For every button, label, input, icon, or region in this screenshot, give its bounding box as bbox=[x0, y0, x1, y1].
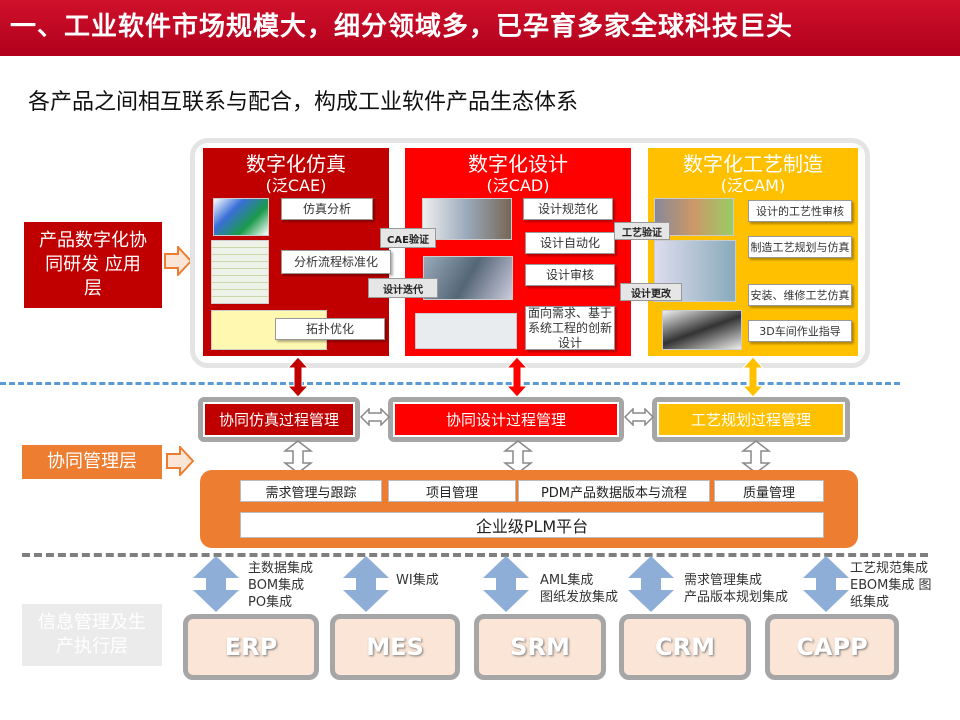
integration-item: 工艺规范集成 bbox=[850, 561, 929, 576]
double-arrow-icon bbox=[193, 556, 239, 612]
panel-cae: 数字化仿真 (泛CAE) 仿真分析 分析流程标准化 拓扑优化 bbox=[203, 148, 391, 356]
app-layer-container bbox=[190, 138, 870, 368]
double-arrow-icon bbox=[628, 556, 674, 612]
process-cad-management: 协同设计过程管理 bbox=[388, 397, 624, 442]
double-arrow-icon bbox=[283, 440, 313, 474]
arrow-right-icon bbox=[166, 446, 194, 476]
system-erp: ERP bbox=[183, 614, 319, 680]
panel-subtitle: (泛CAM) bbox=[720, 176, 786, 195]
layer-info-label: 信息管理及生产执行层 bbox=[22, 604, 162, 666]
double-arrow-icon bbox=[741, 440, 771, 474]
cae-verify-arrow: CAE验证 bbox=[380, 228, 436, 248]
plm-container: 需求管理与跟踪 项目管理 PDM产品数据版本与流程 质量管理 企业级PLM平台 bbox=[200, 470, 858, 548]
horizontal-double-arrow-icon bbox=[624, 408, 654, 426]
process-label: 工艺规划过程管理 bbox=[657, 402, 845, 437]
integration-item: EBOM集成 图 bbox=[850, 578, 932, 593]
panel-cad: 数字化设计 (泛CAD) 设计规范化 设计自动化 设计审核 面向需求、基于系统工… bbox=[405, 148, 631, 356]
panel-subtitle: (泛CAD) bbox=[486, 176, 550, 195]
subtitle: 各产品之间相互联系与配合，构成工业软件产品生态体系 bbox=[28, 90, 579, 115]
system-crm: CRM bbox=[619, 614, 751, 680]
capp-integration: 工艺规范集成 EBOM集成 图纸集成 bbox=[850, 560, 932, 611]
system-capp: CAPP bbox=[765, 614, 899, 680]
item-box: 设计审核 bbox=[525, 264, 615, 286]
layer-app-label: 产品数字化协同研发 应用层 bbox=[24, 222, 162, 308]
panel-title: 数字化仿真 bbox=[246, 152, 346, 176]
integration-item: AML集成 bbox=[540, 573, 594, 588]
double-arrow-icon bbox=[506, 356, 528, 398]
simulation-image bbox=[213, 198, 269, 236]
double-arrow-icon bbox=[503, 440, 533, 474]
integration-item: WI集成 bbox=[396, 573, 439, 588]
item-box: 仿真分析 bbox=[281, 198, 373, 220]
integration-item: 纸集成 bbox=[850, 595, 890, 610]
item-box: 3D车间作业指导 bbox=[748, 320, 852, 342]
double-arrow-icon bbox=[343, 556, 389, 612]
process-image bbox=[654, 198, 734, 236]
process-label: 协同设计过程管理 bbox=[393, 402, 619, 437]
integration-item: 图纸发放集成 bbox=[540, 590, 619, 605]
item-box: 制造工艺规划与仿真 bbox=[748, 236, 852, 258]
item-box: 分析流程标准化 bbox=[281, 250, 391, 274]
item-box: 安装、维修工艺仿真 bbox=[748, 284, 852, 306]
workflow-tree-image bbox=[211, 240, 269, 304]
plm-cell: PDM产品数据版本与流程 bbox=[518, 480, 710, 502]
double-arrow-icon bbox=[287, 356, 309, 398]
item-box: 设计的工艺性审核 bbox=[748, 200, 852, 222]
process-verify-arrow: 工艺验证 bbox=[614, 222, 670, 240]
panel-cam: 数字化工艺制造 (泛CAM) 设计的工艺性审核 制造工艺规划与仿真 安装、维修工… bbox=[648, 148, 858, 356]
toolbar-image bbox=[415, 313, 517, 349]
process-label: 协同仿真过程管理 bbox=[203, 402, 355, 437]
design-iteration-arrow: 设计迭代 bbox=[368, 278, 438, 298]
srm-integration: AML集成图纸发放集成 bbox=[540, 572, 618, 606]
integration-item: 需求管理集成 bbox=[684, 573, 763, 588]
process-cae-management: 协同仿真过程管理 bbox=[198, 397, 360, 442]
panel-subtitle: (泛CAE) bbox=[265, 176, 327, 195]
integration-item: 产品版本规划集成 bbox=[684, 590, 789, 605]
item-box: 拓扑优化 bbox=[275, 318, 385, 340]
item-box: 设计自动化 bbox=[525, 232, 615, 254]
double-arrow-icon bbox=[742, 356, 764, 398]
crm-integration: 需求管理集成产品版本规划集成 bbox=[684, 572, 788, 606]
panel-title: 数字化工艺制造 bbox=[683, 152, 823, 176]
plm-cell: 需求管理与跟踪 bbox=[240, 480, 382, 502]
layer-mgmt-label: 协同管理层 bbox=[22, 445, 162, 479]
integration-item: PO集成 bbox=[248, 595, 293, 610]
plm-platform: 企业级PLM平台 bbox=[240, 512, 824, 538]
integration-item: 主数据集成 bbox=[248, 561, 314, 576]
process-cam-management: 工艺规划过程管理 bbox=[652, 397, 850, 442]
panel-title: 数字化设计 bbox=[468, 152, 568, 176]
integration-item: BOM集成 bbox=[248, 578, 305, 593]
item-box: 设计规范化 bbox=[523, 198, 613, 220]
system-srm: SRM bbox=[474, 614, 606, 680]
layer-divider bbox=[0, 382, 900, 385]
page-title: 一、工业软件市场规模大，细分领域多，已孕育多家全球科技巨头 bbox=[0, 0, 960, 56]
model-image bbox=[423, 256, 513, 300]
double-arrow-icon bbox=[803, 556, 849, 612]
double-arrow-icon bbox=[483, 556, 529, 612]
mes-integration: WI集成 bbox=[396, 572, 439, 589]
design-change-arrow: 设计更改 bbox=[620, 283, 682, 301]
horizontal-double-arrow-icon bbox=[360, 408, 390, 426]
plm-cell: 质量管理 bbox=[714, 480, 824, 502]
erp-integration: 主数据集成 BOM集成 PO集成 bbox=[248, 560, 313, 611]
plm-cell: 项目管理 bbox=[388, 480, 516, 502]
layer-divider bbox=[22, 553, 928, 557]
design-image bbox=[422, 198, 512, 240]
item-box: 面向需求、基于系统工程的创新设计 bbox=[525, 306, 615, 350]
workshop-image bbox=[662, 310, 742, 350]
system-mes: MES bbox=[330, 614, 460, 680]
arrow-right-icon bbox=[164, 246, 192, 276]
